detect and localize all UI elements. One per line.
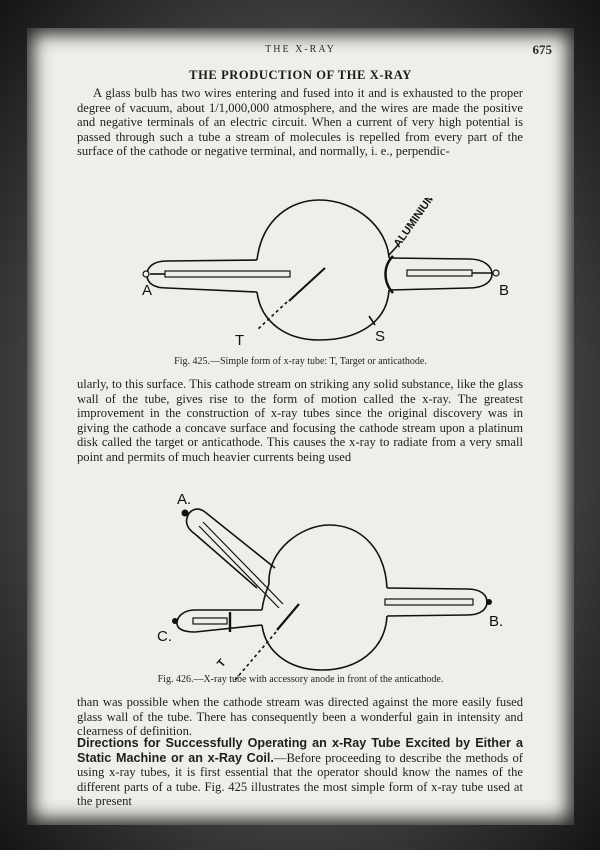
figure-425: A B T S ALUMINIUM CUP.	[107, 198, 517, 348]
page-header: THE X-RAY 675	[27, 42, 574, 58]
figure-426-drawing: A. B. C. T	[157, 491, 503, 680]
figure-425-caption: Fig. 425.—Simple form of x-ray tube: T, …	[174, 356, 427, 367]
figure-425-drawing: A B T S ALUMINIUM CUP.	[142, 198, 509, 348]
paragraph-2: ularly, to this surface. This cathode st…	[77, 377, 523, 464]
label-b: B	[499, 282, 509, 299]
label-a: A	[142, 282, 152, 299]
figure-426-caption: Fig. 426.—X-ray tube with accessory anod…	[157, 674, 444, 685]
label-s: S	[375, 328, 385, 345]
label-a: A.	[177, 491, 191, 508]
label-aluminium-cup: ALUMINIUM CUP.	[392, 198, 454, 250]
paragraph-4: Directions for Successfully Operating an…	[77, 736, 523, 809]
label-t: T	[215, 657, 229, 670]
paragraph-3: than was possible when the cathode strea…	[77, 695, 523, 738]
paragraph-1: A glass bulb has two wires entering and …	[77, 86, 523, 158]
figure-426: A. B. C. T	[117, 490, 527, 680]
label-c: C.	[157, 628, 172, 645]
page-number: 675	[532, 42, 553, 57]
section-title: THE PRODUCTION OF THE X-RAY	[189, 68, 412, 82]
label-b: B.	[489, 613, 503, 630]
label-t: T	[235, 332, 244, 348]
book-page: THE X-RAY 675 THE PRODUCTION OF THE X-RA…	[27, 28, 574, 825]
running-head: THE X-RAY	[265, 44, 336, 55]
paragraph-4-body: —Before proceeding to describe the metho…	[77, 750, 523, 809]
paragraph-4-heading: Directions for Successfully Operating an…	[77, 736, 523, 765]
